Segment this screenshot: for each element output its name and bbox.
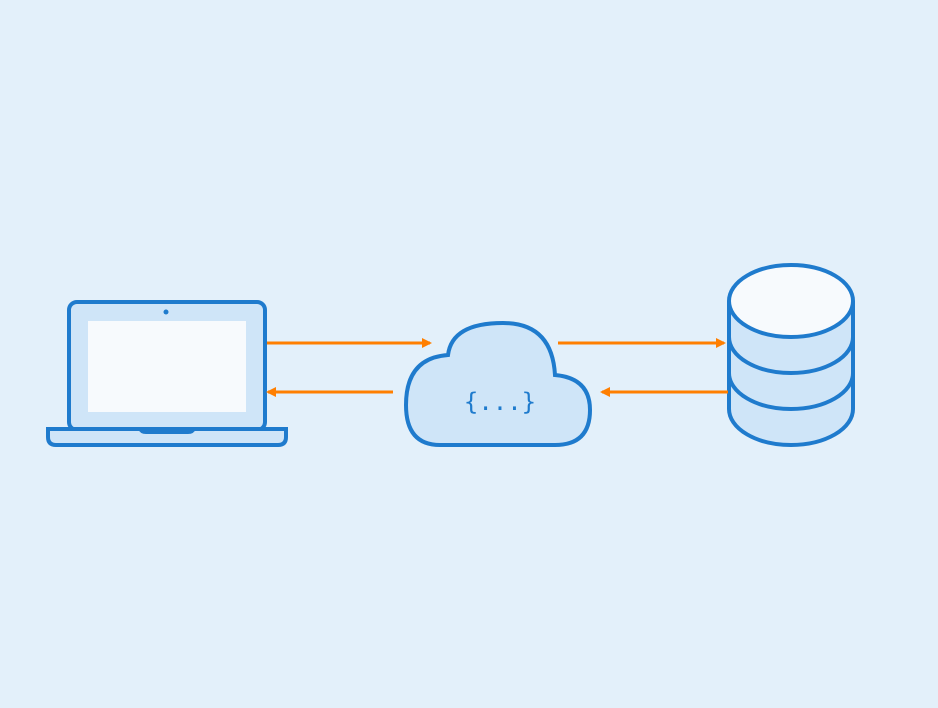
arrows bbox=[266, 338, 728, 397]
cloud-icon: {...} bbox=[403, 320, 593, 447]
database-icon bbox=[727, 263, 855, 447]
api-label: {...} bbox=[464, 388, 536, 416]
laptop-icon bbox=[46, 300, 288, 447]
